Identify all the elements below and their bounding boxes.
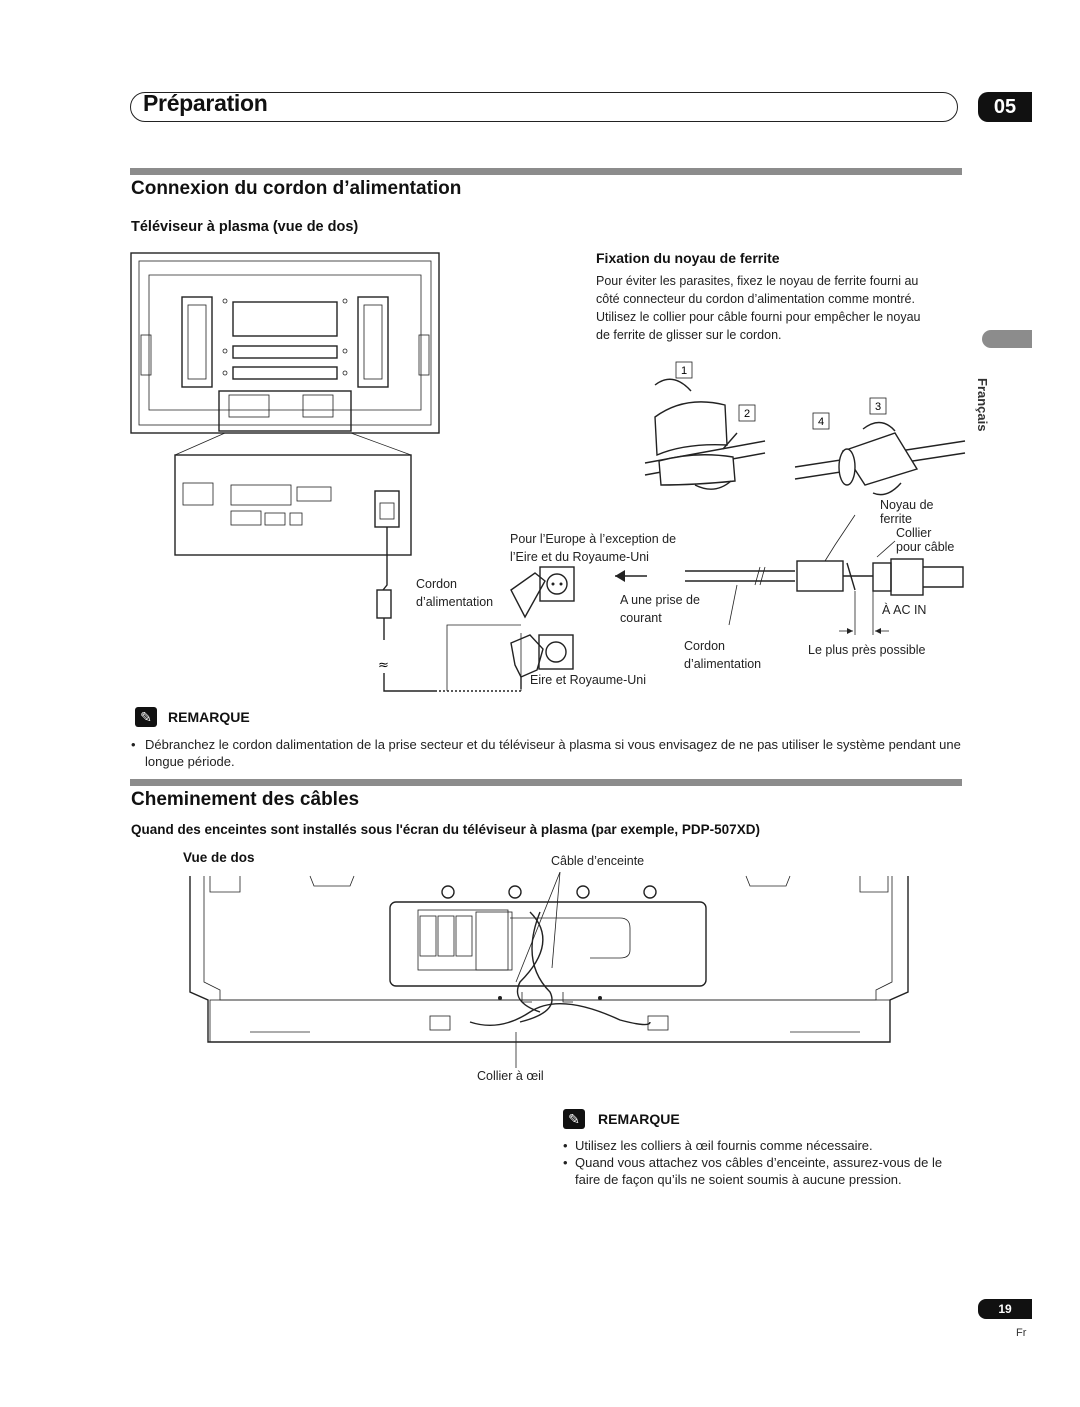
page-language: Fr [1016,1327,1027,1339]
step-number-4: 4 [818,416,824,428]
tv-rear-view [130,252,440,434]
ferrite-step-1-2 [644,361,766,490]
language-label: Français [975,378,990,432]
ferrite-line: Utilisez le collier pour câble fourni po… [596,310,921,324]
step-number-1: 1 [681,365,687,377]
ferrite-line: côté connecteur du cordon d’alimentation… [596,292,915,306]
section-rule [130,779,962,786]
label-pour-cable: pour câble [896,540,955,554]
svg-text:≈: ≈ [378,658,389,673]
ferrite-core-installed [796,560,844,592]
label-cordon-1: Cordon [416,577,457,591]
label-europe-2: l’Eire et du Royaume-Uni [510,550,649,564]
label-collier-oeil: Collier à œil [477,1069,544,1083]
terminal-panel [174,454,412,556]
vue-de-dos-label: Vue de dos [183,850,255,865]
note-item-text: Débranchez le cordon dalimentation de la… [145,737,961,769]
chapter-title: Préparation [143,90,268,116]
note-icon: ✎ [135,707,157,727]
note-heading: REMARQUE [598,1111,680,1127]
label-ac-in: À AC IN [882,603,927,617]
label-prise-1: A une prise de [620,593,700,607]
ferrite-description: Pour éviter les parasites, fixez le noya… [596,272,966,344]
cable-routing-diagram [189,872,909,1068]
language-tab [982,330,1032,348]
note-list: • Utilisez les colliers à œil fournis co… [563,1137,963,1188]
label-plus-pres: Le plus près possible [808,643,926,657]
label-europe-1: Pour l’Europe à l’exception de [510,532,677,546]
ferrite-step-3-4 [794,397,966,496]
label-ferrite: ferrite [880,512,912,526]
section-subtitle: Quand des enceintes sont installés sous … [131,822,760,837]
label-collier: Collier [896,526,932,540]
ferrite-line: de ferrite de glisser sur le cordon. [596,328,782,342]
label-cordon-b2: d’alimentation [684,657,762,671]
cord-ferrite-small [376,589,392,619]
eu-plug [510,566,575,619]
note-item: • Quand vous attachez vos câbles d’encei… [563,1154,963,1188]
section-rule [130,168,962,175]
section-title: Cheminement des câbles [131,789,360,810]
note-heading: REMARQUE [168,709,250,725]
step-number-2: 2 [744,408,750,420]
page-number: 19 [978,1299,1032,1319]
step-number-3: 3 [875,401,881,413]
label-prise-2: courant [620,611,662,625]
note-item-text: Utilisez les colliers à œil fournis comm… [575,1138,873,1153]
ferrite-line: Pour éviter les parasites, fixez le noya… [596,274,919,288]
ac-plug [890,558,924,596]
label-cable-enceinte: Câble d’enceinte [551,854,645,868]
label-cordon-2: d’alimentation [416,595,494,609]
section-subtitle: Téléviseur à plasma (vue de dos) [131,219,359,235]
note-item: • Débranchez le cordon dalimentation de … [131,736,966,770]
terminal-panel-rear [389,901,707,987]
chapter-bar [130,92,958,122]
ferrite-title: Fixation du noyau de ferrite [596,250,780,266]
note-item-text: Quand vous attachez vos câbles d’enceint… [575,1155,943,1187]
note-icon: ✎ [563,1109,585,1129]
label-eire: Eire et Royaume-Uni [530,673,647,687]
label-noyau: Noyau de [880,498,934,512]
chapter-number: 05 [978,92,1032,122]
note-item: • Utilisez les colliers à œil fournis co… [563,1137,963,1154]
power-cord-diagram: ≈ [130,252,966,692]
section-title: Connexion du cordon d’alimentation [131,178,462,199]
label-cordon-b1: Cordon [684,639,725,653]
